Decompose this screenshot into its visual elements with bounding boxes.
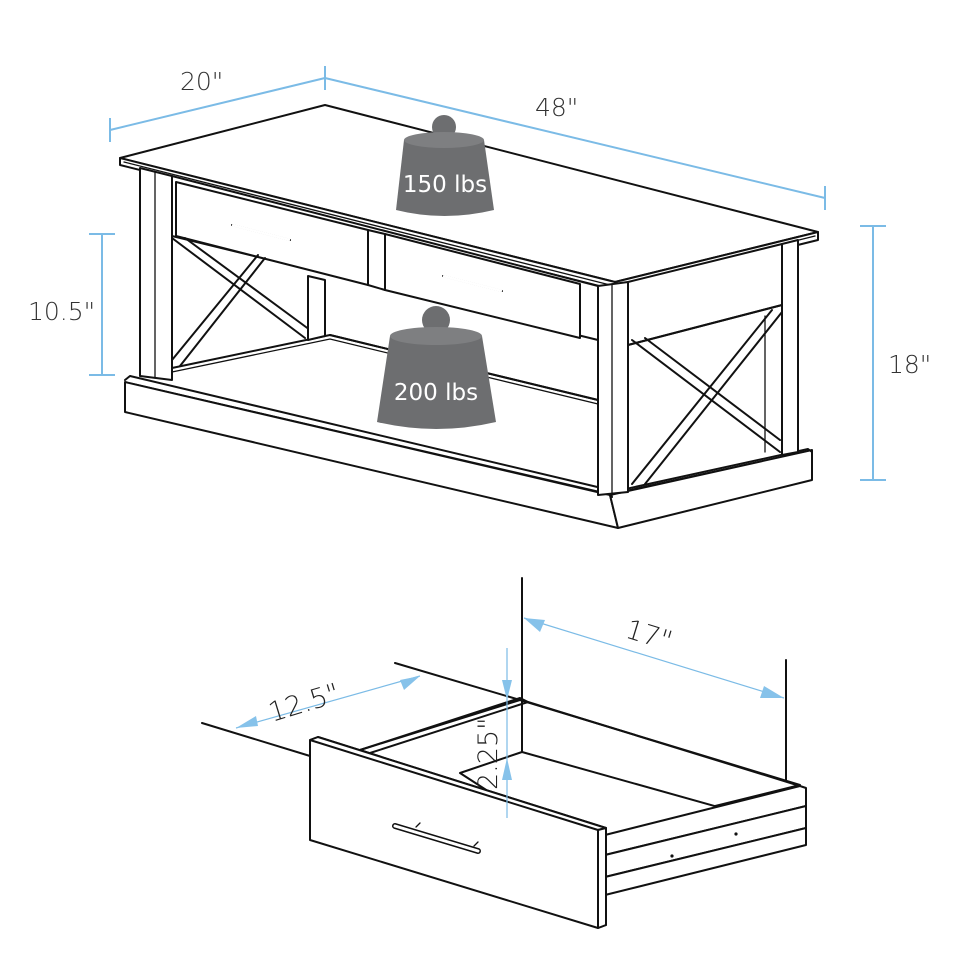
drawer-handle-right [442,274,503,293]
drawer-illustration [201,577,807,929]
dimension-drawer-height [502,648,512,818]
height-label: 18" [888,350,931,379]
left-x-brace [171,237,311,367]
shelf-clearance-label: 10.5" [28,297,95,326]
top-capacity-label: 150 lbs [403,172,487,198]
dimension-height-table [860,225,886,481]
dimension-drawer-width [523,617,785,699]
shelf-capacity-label: 200 lbs [394,380,478,406]
dimension-width-table [324,77,826,210]
drawer-handle-left [231,223,291,242]
coffee-table-illustration [119,104,819,529]
weight-icon-shelf: 200 lbs [377,306,496,429]
drawer-depth-label: 12.5" [265,678,343,729]
drawer-height-label: 2.25" [473,717,504,790]
dimension-shelf-clearance [89,233,115,376]
weight-icon-top: 150 lbs [396,115,494,216]
depth-label: 20" [180,67,223,96]
drawer-front-handle [392,822,481,854]
right-x-brace [631,309,783,485]
width-label: 48" [535,93,578,122]
dimension-drawer-depth [235,675,421,729]
